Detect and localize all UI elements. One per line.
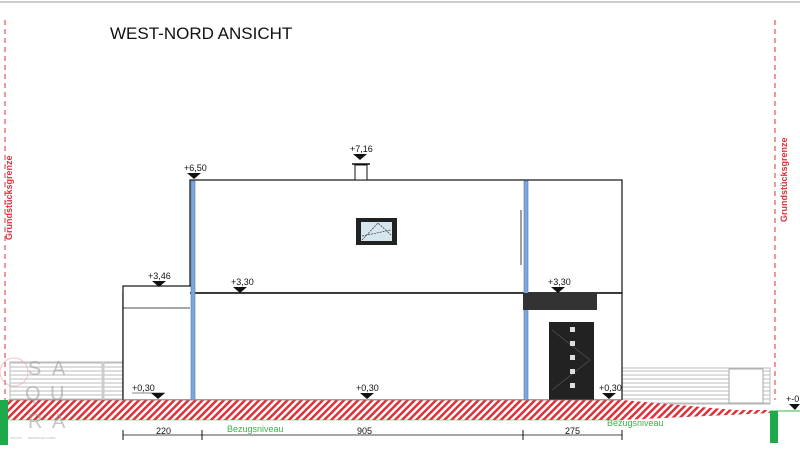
level-outside-right: +-0,00 xyxy=(786,394,800,404)
dimension-275: 275 xyxy=(565,426,580,436)
svg-text:IMMOBILIEN GMBH: IMMOBILIEN GMBH xyxy=(28,436,56,440)
downpipe-left xyxy=(190,180,196,401)
boundary-label-left: Grundstücksgrenze xyxy=(4,155,14,240)
svg-text:U: U xyxy=(50,383,64,405)
reference-level-label-right: Bezugsniveau xyxy=(607,418,664,428)
svg-text:Q: Q xyxy=(25,383,41,405)
level-first-floor-left: +3,30 xyxy=(231,277,254,287)
company-logo: S A Q U R A IMMOBILIEN GMBH xyxy=(0,357,66,440)
upper-floor xyxy=(189,179,623,294)
boundary-label-right: Grundstücksgrenze xyxy=(779,137,789,222)
annex xyxy=(122,285,193,401)
level-ground-right: +0,30 xyxy=(599,383,622,393)
entrance-door xyxy=(549,322,594,400)
svg-text:R: R xyxy=(28,411,42,433)
ground-marker-left xyxy=(0,400,8,445)
svg-text:A: A xyxy=(52,358,66,380)
level-roof-top: +7,16 xyxy=(350,144,373,154)
canopy xyxy=(523,293,597,310)
level-annex: +3,46 xyxy=(148,271,171,281)
reference-level-label-left: Bezugsniveau xyxy=(227,424,284,434)
level-ground-center: +0,30 xyxy=(356,383,379,393)
level-ground-left: +0,30 xyxy=(132,383,155,393)
drawing-title: WEST-NORD ANSICHT xyxy=(110,24,292,43)
svg-text:S: S xyxy=(28,358,41,380)
chimney xyxy=(354,164,368,181)
level-markers: +7,16 +6,50 +3,46 +3,30 +3,30 +0,30 +0,3… xyxy=(132,144,800,410)
ground-floor xyxy=(122,292,623,401)
gate-right xyxy=(728,368,764,404)
dimension-line: 220 905 275 xyxy=(122,426,623,440)
dimension-220: 220 xyxy=(156,426,171,436)
ground-hatch xyxy=(8,400,770,420)
ground-marker-right xyxy=(770,411,778,443)
level-roof: +6,50 xyxy=(184,163,207,173)
level-first-floor-right: +3,30 xyxy=(548,277,571,287)
dimension-905: 905 xyxy=(357,426,372,436)
svg-text:A: A xyxy=(52,411,66,433)
downpipe-right xyxy=(523,180,529,401)
